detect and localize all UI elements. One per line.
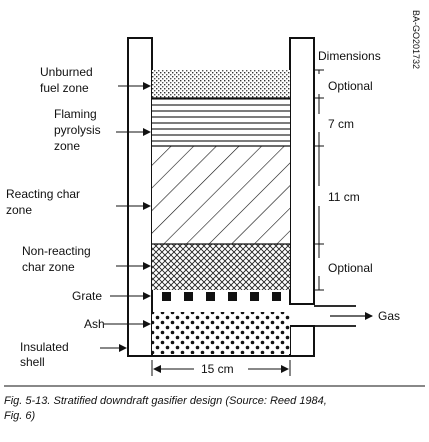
zone-ash	[152, 312, 290, 354]
right-wall-lower	[289, 325, 315, 357]
label-grate: Grate	[72, 289, 102, 303]
zone-unburned-fuel	[152, 70, 290, 98]
label-arrows	[100, 82, 151, 352]
zone-reacting-char	[152, 146, 290, 244]
dimensions-heading: Dimensions	[318, 49, 381, 63]
gas-label: Gas	[378, 309, 400, 323]
label-flaming-line2: pyrolysis	[54, 123, 101, 137]
label-flaming-line1: Flaming	[54, 107, 97, 121]
dimension-non-reacting: Optional	[328, 261, 373, 275]
zone-flaming-pyrolysis	[152, 98, 290, 146]
label-reacting-char-line1: Reacting char	[6, 187, 80, 201]
label-flaming-line3: zone	[54, 139, 80, 153]
dimension-flaming: 7 cm	[328, 117, 354, 131]
width-label: 15 cm	[201, 362, 234, 376]
label-shell-line2: shell	[20, 355, 45, 369]
right-wall	[289, 37, 315, 305]
grate	[162, 292, 281, 301]
label-unburned-fuel-line1: Unburned	[40, 65, 93, 79]
caption-line2: Fig. 6)	[4, 410, 36, 422]
label-unburned-fuel-line2: fuel zone	[40, 81, 89, 95]
zone-non-reacting-char	[152, 244, 290, 290]
label-non-reacting-line2: char zone	[22, 260, 75, 274]
label-shell-line1: Insulated	[20, 340, 69, 354]
label-non-reacting-line1: Non-reacting	[22, 244, 91, 258]
label-ash: Ash	[84, 317, 105, 331]
dimension-reacting: 11 cm	[328, 190, 360, 204]
caption-line1: Fig. 5-13. Stratified downdraft gasifier…	[4, 395, 327, 407]
dimension-unburned: Optional	[328, 79, 373, 93]
width-dimension	[151, 360, 291, 376]
figure-code: BA-GO201732	[411, 10, 421, 69]
label-reacting-char-line2: zone	[6, 203, 32, 217]
